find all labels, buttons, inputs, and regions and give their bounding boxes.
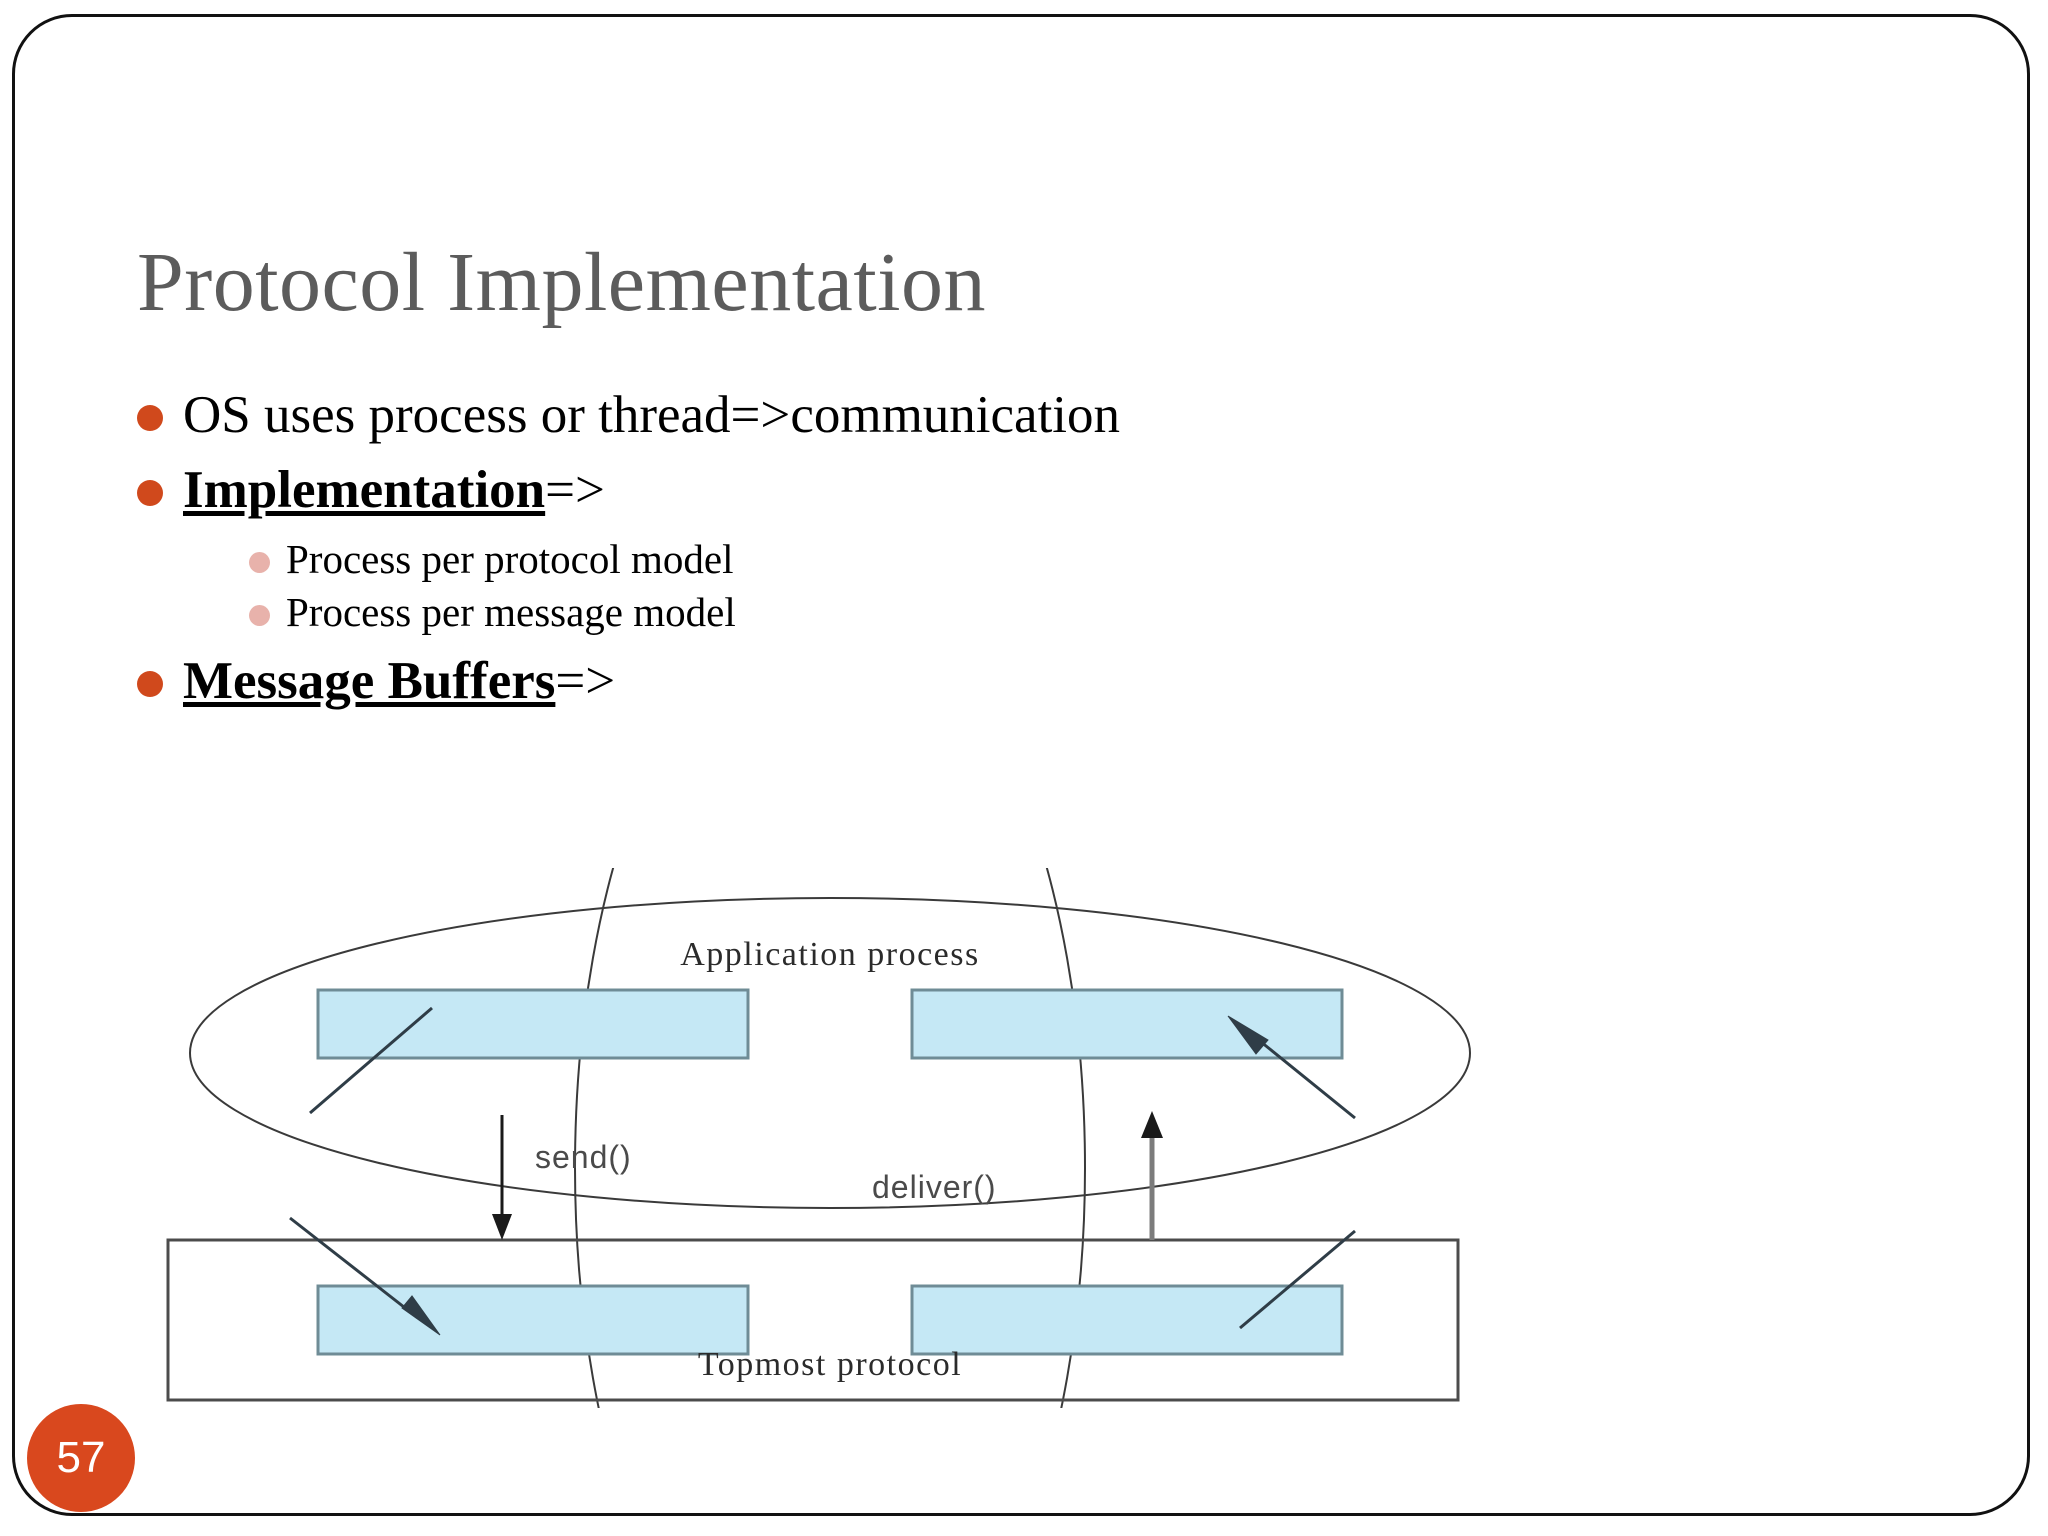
deliver-arrow xyxy=(1141,1111,1163,1240)
topmost-protocol-box xyxy=(166,1238,1460,1402)
sub-bullet-item-process-per-message: Process per message model xyxy=(249,589,1697,637)
protocol-receive-buffer xyxy=(910,1284,1344,1356)
bullet-text: Message Buffers=> xyxy=(183,651,615,712)
bullet-dot-icon xyxy=(137,405,163,431)
app-send-buffer xyxy=(316,988,750,1060)
protocol-send-buffer xyxy=(316,1284,750,1356)
bullet-item-implementation: Implementation=> xyxy=(137,460,1697,521)
sub-bullet-item-process-per-protocol: Process per protocol model xyxy=(249,536,1697,584)
send-arrow-label: send() xyxy=(535,1139,632,1175)
bullet-suffix: => xyxy=(545,461,605,520)
slide-body: OS uses process or thread=>communication… xyxy=(137,385,1697,727)
page-title: Protocol Implementation xyxy=(137,236,986,330)
app-receive-buffer xyxy=(910,988,1344,1060)
sub-bullet-text: Process per message model xyxy=(286,589,736,636)
diagram-svg: Application process send() deliver() xyxy=(166,597,1471,1536)
diagram-container: Application process send() deliver() xyxy=(150,597,1510,1536)
sub-bullet-list: Process per protocol model Process per m… xyxy=(249,536,1697,637)
bullet-text: OS uses process or thread=>communication xyxy=(183,386,1121,444)
application-process-ellipse xyxy=(189,897,1471,1209)
sub-bullet-dot-icon xyxy=(249,605,270,627)
page-number-badge: 57 xyxy=(27,1404,135,1512)
buffer-connector-lines xyxy=(289,1006,1356,1336)
buffer-rectangles xyxy=(316,988,1344,1356)
bullet-emphasis: Message Buffers xyxy=(183,652,556,711)
bullet-item-os-uses: OS uses process or thread=>communication xyxy=(137,385,1697,446)
bullet-emphasis: Implementation xyxy=(183,461,546,520)
bullet-dot-icon xyxy=(137,671,163,698)
sub-bullet-text: Process per protocol model xyxy=(286,535,734,582)
bullet-text: Implementation=> xyxy=(183,460,605,521)
sub-bullet-dot-icon xyxy=(249,551,270,573)
bullet-dot-icon xyxy=(137,480,163,507)
topmost-protocol-label: Topmost protocol xyxy=(698,1346,962,1383)
deliver-arrow-label: deliver() xyxy=(872,1169,997,1205)
bullet-item-message-buffers: Message Buffers=> xyxy=(137,651,1697,712)
send-arrow xyxy=(492,1115,512,1240)
page-number-text: 57 xyxy=(56,1433,106,1482)
bullet-suffix: => xyxy=(555,652,616,711)
slide-frame: Protocol Implementation OS uses process … xyxy=(12,14,2030,1516)
application-process-label: Application process xyxy=(680,936,980,973)
